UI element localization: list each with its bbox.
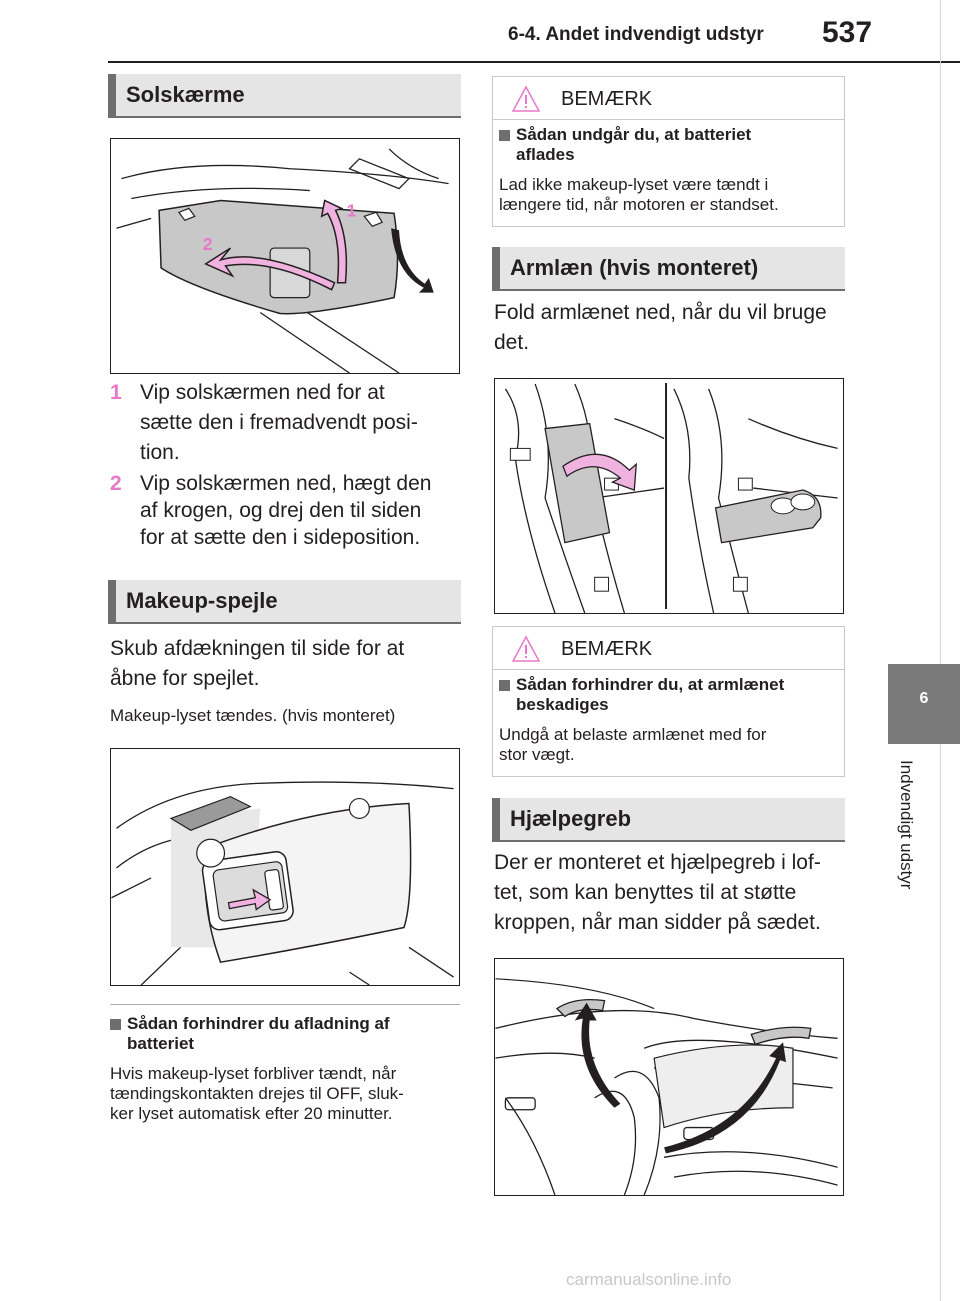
heading-mirrors: Makeup-spejle <box>108 580 461 624</box>
heading-armrest: Armlæn (hvis monteret) <box>492 247 845 291</box>
reach-arrow-rear <box>664 1042 787 1154</box>
grab-handles-line: kroppen, når man sidder på sædet. <box>494 911 821 934</box>
square-bullet-icon <box>499 680 510 691</box>
divider <box>110 1004 460 1005</box>
notice-armrest: BEMÆRK Sådan forhindrer du, at armlænet … <box>492 626 845 777</box>
step-1-line: sætte den i fremadvendt posi- <box>140 411 418 434</box>
step-2-number: 2 <box>110 472 122 495</box>
square-bullet-icon <box>499 130 510 141</box>
makeup-mirror-figure <box>110 748 460 986</box>
mirror-battery-line: Hvis makeup-lyset forbliver tændt, når <box>110 1064 397 1083</box>
step-2-line: for at sætte den i sideposition. <box>140 526 421 549</box>
mirrors-body-line: Skub afdækningen til side for at <box>110 637 405 660</box>
arrow-2 <box>204 247 336 291</box>
grab-handles-line: Der er monteret et hjælpegreb i lof- <box>494 851 821 874</box>
chapter-label-text: Indvendigt udstyr <box>897 760 916 890</box>
grab-handle-figure <box>494 958 844 1196</box>
step-1: 1 Vip solskærmen ned for at sætte den i … <box>110 378 460 468</box>
notice-heading-line: beskadiges <box>516 695 609 714</box>
armrest-body: Fold armlænet ned, når du vil bruge det. <box>494 298 844 358</box>
step-1-line: tion. <box>140 441 180 464</box>
notice-battery-heading: Sådan undgår du, at batteriet aflades <box>499 125 839 165</box>
grab-handle-front <box>555 999 606 1018</box>
chapter-number: 6 <box>919 690 929 707</box>
grab-handle-illustration <box>495 978 838 1195</box>
warning-icon <box>511 635 541 662</box>
fig-label-2: 2 <box>203 234 213 254</box>
page-number: 537 <box>822 16 873 49</box>
notice-heading-line: aflades <box>516 145 575 164</box>
notice-battery: BEMÆRK Sådan undgår du, at batteriet afl… <box>492 76 845 227</box>
mirror-battery-body: Hvis makeup-lyset forbliver tændt, når t… <box>110 1064 460 1124</box>
arrow-1 <box>320 199 348 284</box>
arrow-hook <box>391 228 434 293</box>
grab-handle-rear <box>750 1026 812 1046</box>
reach-arrow-front <box>574 1002 621 1108</box>
mirror-battery-heading-line: Sådan forhindrer du afladning af <box>127 1014 390 1033</box>
sun-visor-illustration: 1 2 <box>116 148 449 373</box>
notice-heading-line: Sådan undgår du, at batteriet <box>516 125 752 144</box>
notice-battery-body: Lad ikke makeup-lyset være tændt i længe… <box>499 175 839 215</box>
slide-arrow <box>227 888 272 911</box>
square-bullet-icon <box>110 1019 121 1030</box>
armrest-body-line: det. <box>494 331 530 354</box>
fold-arrow <box>562 453 638 491</box>
header-rule <box>108 61 960 63</box>
notice-body-line: stor vægt. <box>499 745 575 764</box>
step-2-line: af krogen, og drej den til siden <box>140 499 422 522</box>
armrest-illustration <box>504 382 838 613</box>
armrest-figure <box>494 378 844 614</box>
armrest-body-line: Fold armlænet ned, når du vil bruge <box>494 301 827 324</box>
mirrors-body: Skub afdækningen til side for at åbne fo… <box>110 634 460 694</box>
step-1-number: 1 <box>110 381 122 404</box>
mirror-battery-line: ker lyset automatisk efter 20 minutter. <box>110 1104 393 1123</box>
grab-handles-line: tet, som kan benyttes til at støtte <box>494 881 797 904</box>
notice-heading-line: Sådan forhindrer du, at armlænet <box>516 675 785 694</box>
chapter-tab[interactable] <box>888 664 960 744</box>
step-2-line: Vip solskærmen ned, hægt den <box>140 472 432 495</box>
notice-label: BEMÆRK <box>561 638 653 660</box>
notice-armrest-heading: Sådan forhindrer du, at armlænet beskadi… <box>499 675 839 715</box>
warning-icon <box>511 85 541 112</box>
notice-divider <box>493 669 844 670</box>
step-2: 2 Vip solskærmen ned, hægt den af krogen… <box>110 470 460 551</box>
notice-label: BEMÆRK <box>561 88 653 110</box>
sun-visor-figure: 1 2 <box>110 138 460 374</box>
mirror-battery-heading-line: batteriet <box>127 1034 195 1053</box>
heading-grab-handles: Hjælpegreb <box>492 798 845 842</box>
heading-sun-visors: Solskærme <box>108 74 461 118</box>
mirror-battery-heading: Sådan forhindrer du afladning af batteri… <box>110 1014 460 1054</box>
fig-label-1: 1 <box>346 200 356 220</box>
section-title: 6-4. Andet indvendigt udstyr <box>508 24 764 45</box>
mirror-battery-line: tændingskontakten drejes til OFF, sluk- <box>110 1084 404 1103</box>
side-rule <box>940 0 941 1301</box>
watermark: carmanualsonline.info <box>566 1270 732 1289</box>
notice-body-line: Lad ikke makeup-lyset være tændt i <box>499 175 769 194</box>
makeup-mirror-illustration <box>111 781 454 985</box>
step-1-line: Vip solskærmen ned for at <box>140 381 385 404</box>
notice-body-line: Undgå at belaste armlænet med for <box>499 725 767 744</box>
grab-handles-body: Der er monteret et hjælpegreb i lof- tet… <box>494 848 844 938</box>
mirrors-body-line: åbne for spejlet. <box>110 667 260 690</box>
notice-body-line: længere tid, når motoren er standset. <box>499 195 779 214</box>
mirrors-note: Makeup-lyset tændes. (hvis monteret) <box>110 706 396 725</box>
chapter-label: Indvendigt udstyr <box>886 760 926 930</box>
notice-armrest-body: Undgå at belaste armlænet med for stor v… <box>499 725 839 765</box>
notice-divider <box>493 119 844 120</box>
